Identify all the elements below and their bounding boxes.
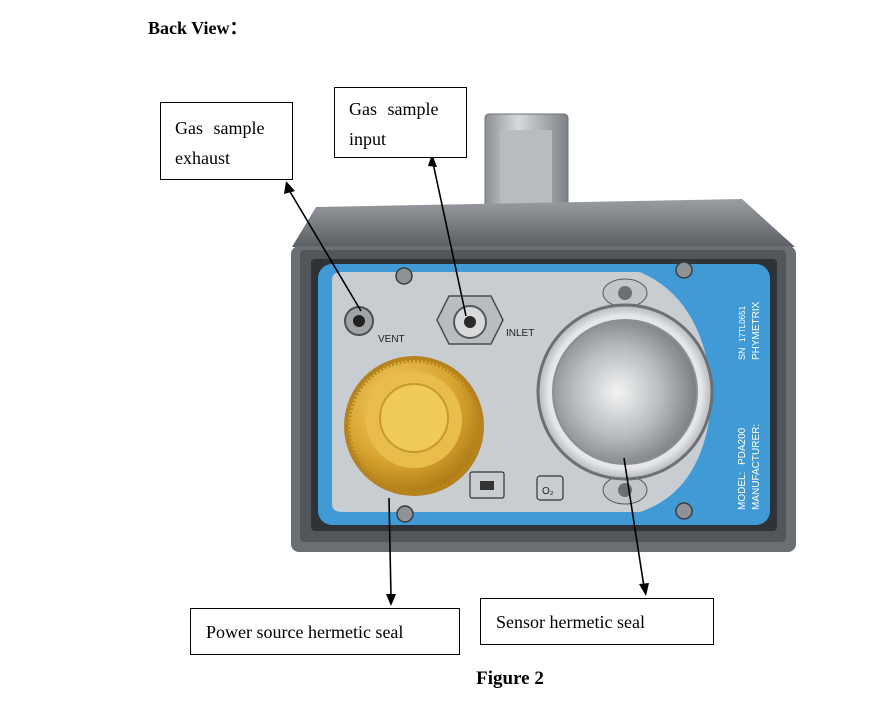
brand-name: PHYMETRIX xyxy=(751,301,762,360)
callout-arrows xyxy=(288,162,645,598)
callout-power-source-seal: Power source hermetic seal xyxy=(190,608,460,655)
o2-sensor-icon xyxy=(536,475,564,501)
callout-sensor-seal: Sensor hermetic seal xyxy=(480,598,714,645)
serial-value: 17TL0651 xyxy=(738,305,747,342)
device-label-plate: MODEL: PDA200 MANUFACTURER: SN 17TL0651 … xyxy=(737,301,762,510)
usb-icon xyxy=(469,471,505,499)
model-value: PDA200 xyxy=(737,427,748,465)
manufacturer-label: MANUFACTURER: xyxy=(751,424,762,510)
callout-gas-sample-input: Gas sample input xyxy=(334,87,467,158)
power-source-cap xyxy=(344,356,484,496)
inlet-port xyxy=(436,295,504,345)
sn-label: SN xyxy=(737,347,747,360)
model-label: MODEL: xyxy=(737,472,748,510)
vent-port xyxy=(344,306,374,336)
vent-label: VENT xyxy=(378,334,405,345)
section-heading: Back View： xyxy=(148,18,248,38)
figure-caption: Figure 2 xyxy=(476,668,544,689)
inlet-label: INLET xyxy=(506,328,534,339)
callout-gas-sample-exhaust: Gas sample exhaust xyxy=(160,102,293,180)
sensor-cap xyxy=(536,278,714,505)
o2-label: O₂ xyxy=(542,486,554,497)
